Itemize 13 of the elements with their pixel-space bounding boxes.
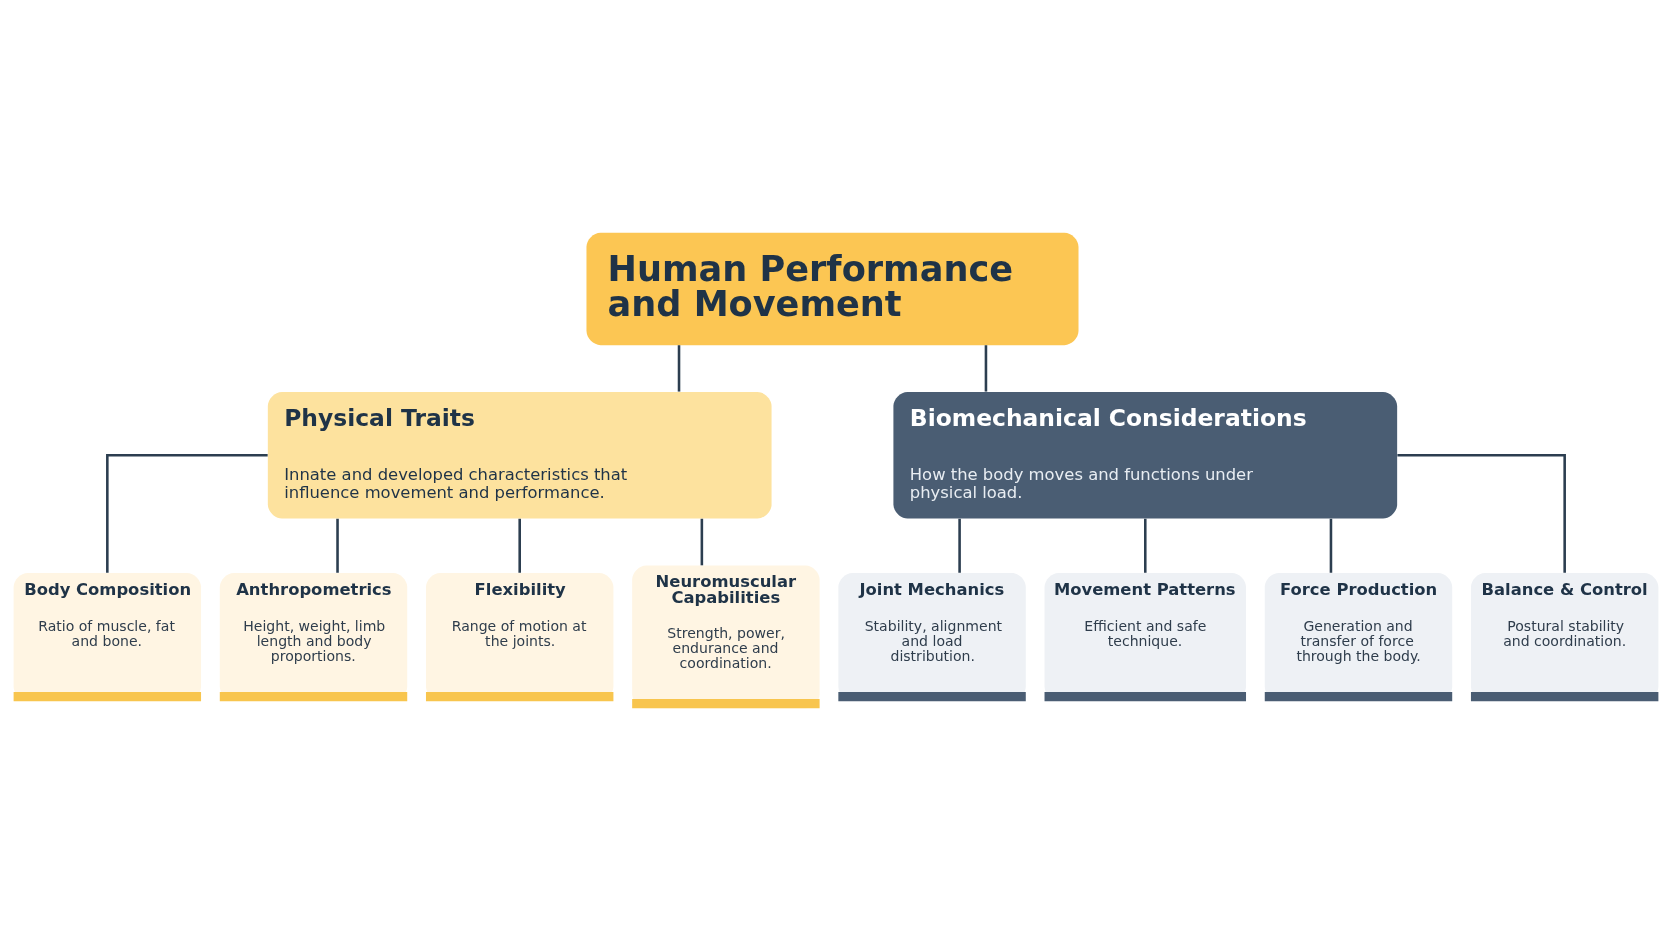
connector [958,518,961,573]
connector [984,345,988,392]
node-box: Physical Traits Innate and developed characteristics that influence movement and performance. [267,392,772,519]
connector [336,518,339,573]
connector [1397,453,1566,573]
connector [700,518,704,566]
connector [106,453,268,573]
node-box: Biomechanical Considerations How the body moves and functions under physical load. [893,392,1398,519]
connector [518,518,521,573]
connector [1329,518,1333,573]
node-box: Human Performance and Movement [586,232,1079,346]
connector [677,345,681,392]
connector [1144,518,1147,573]
